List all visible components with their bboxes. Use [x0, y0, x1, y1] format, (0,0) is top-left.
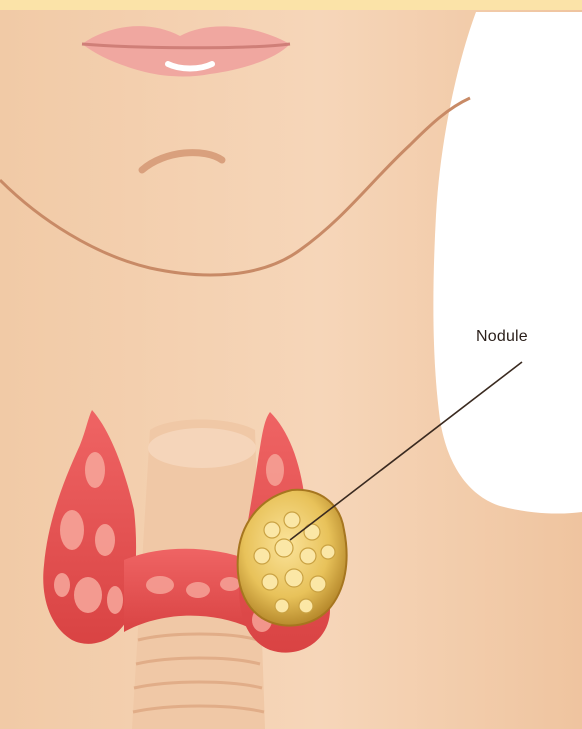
larynx	[148, 428, 256, 468]
nodule-label: Nodule	[476, 328, 528, 346]
neck-outline-right	[433, 12, 582, 514]
